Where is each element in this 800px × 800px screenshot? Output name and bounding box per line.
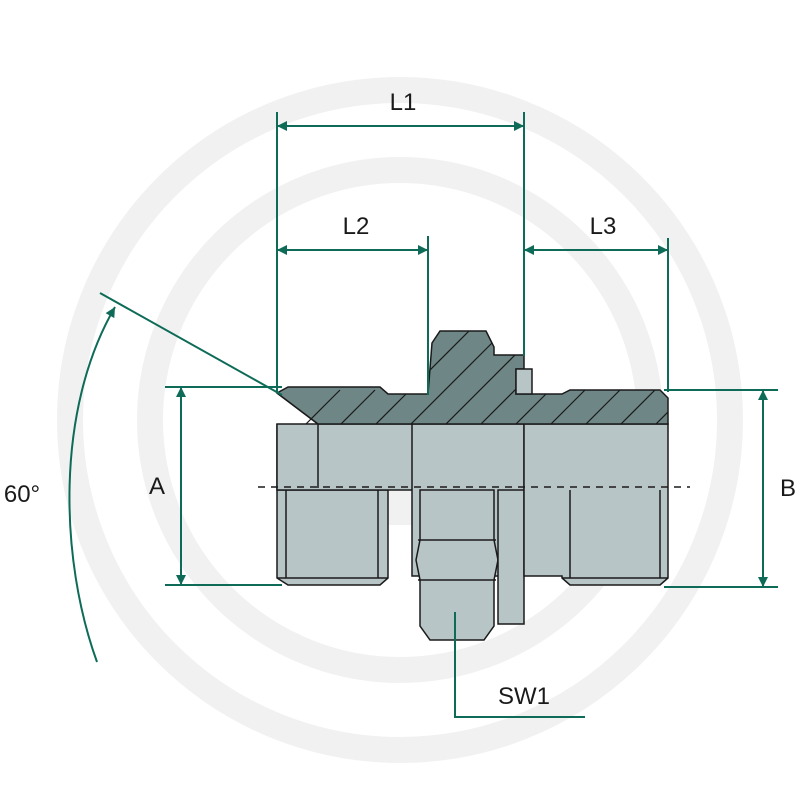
section-hatch (275, 330, 669, 425)
label-l3: L3 (590, 213, 617, 240)
label-a: A (149, 473, 165, 500)
label-b: B (780, 475, 796, 502)
label-sw1: SW1 (498, 683, 550, 710)
label-l2: L2 (343, 213, 370, 240)
fitting-body (276, 392, 669, 641)
collar-step (497, 489, 525, 625)
dim-angle-arc (68, 306, 116, 663)
sw1-leader (454, 612, 585, 718)
label-l1: L1 (390, 89, 417, 116)
label-angle: 60° (4, 481, 40, 508)
right-thread-end (523, 423, 669, 586)
dimension-lines (68, 112, 778, 718)
hex-nut (415, 489, 499, 641)
left-body (276, 423, 421, 491)
